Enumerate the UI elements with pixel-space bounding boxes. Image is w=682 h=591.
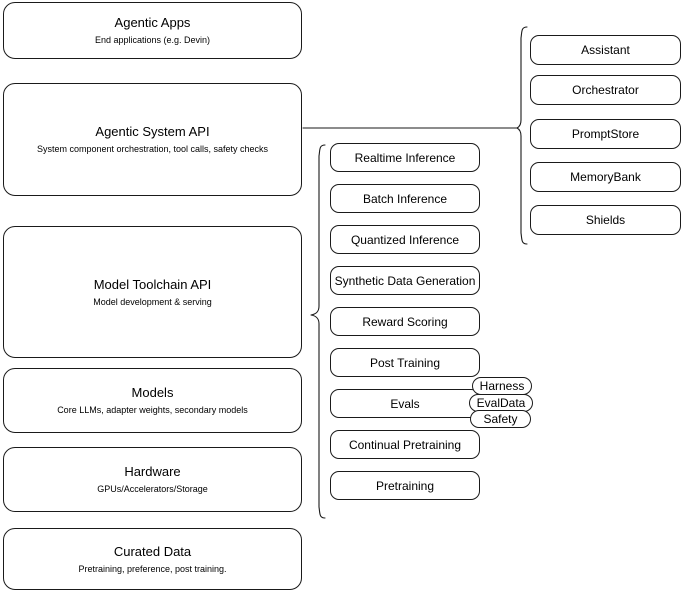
capability-synthetic-data-generation[interactable]: Synthetic Data Generation xyxy=(330,266,480,295)
layer-subtitle: Pretraining, preference, post training. xyxy=(78,563,227,574)
layer-subtitle: System component orchestration, tool cal… xyxy=(36,144,269,154)
capability-evals[interactable]: Evals xyxy=(330,389,480,418)
capability-batch-inference[interactable]: Batch Inference xyxy=(330,184,480,213)
layer-curated-data[interactable]: Curated Data Pretraining, preference, po… xyxy=(3,528,302,590)
layer-subtitle: End applications (e.g. Devin) xyxy=(94,35,211,45)
layer-agentic-system-api[interactable]: Agentic System API System component orch… xyxy=(3,83,302,196)
component-shields[interactable]: Shields xyxy=(530,205,681,235)
layer-title: Agentic Apps xyxy=(114,15,191,30)
layer-title: Models xyxy=(131,385,174,400)
layer-agentic-apps[interactable]: Agentic Apps End applications (e.g. Devi… xyxy=(3,2,302,59)
brace-system-components xyxy=(516,26,528,245)
capability-pretraining[interactable]: Pretraining xyxy=(330,471,480,500)
eval-pill-harness[interactable]: Harness xyxy=(472,377,532,395)
layer-title: Agentic System API xyxy=(95,124,210,139)
layer-title: Hardware xyxy=(124,464,181,479)
layer-subtitle: Model development & serving xyxy=(93,296,212,307)
component-orchestrator[interactable]: Orchestrator xyxy=(530,75,681,105)
layer-models[interactable]: Models Core LLMs, adapter weights, secon… xyxy=(3,368,302,433)
component-promptstore[interactable]: PromptStore xyxy=(530,119,681,149)
capability-continual-pretraining[interactable]: Continual Pretraining xyxy=(330,430,480,459)
layer-title: Curated Data xyxy=(113,543,192,559)
layer-subtitle: GPUs/Accelerators/Storage xyxy=(97,484,208,494)
component-memorybank[interactable]: MemoryBank xyxy=(530,162,681,192)
capability-realtime-inference[interactable]: Realtime Inference xyxy=(330,143,480,172)
eval-pill-safety[interactable]: Safety xyxy=(470,410,531,428)
layer-hardware[interactable]: Hardware GPUs/Accelerators/Storage xyxy=(3,447,302,512)
capability-post-training[interactable]: Post Training xyxy=(330,348,480,377)
capability-reward-scoring[interactable]: Reward Scoring xyxy=(330,307,480,336)
layer-title: Model Toolchain API xyxy=(93,276,212,292)
capability-quantized-inference[interactable]: Quantized Inference xyxy=(330,225,480,254)
layer-model-toolchain-api[interactable]: Model Toolchain API Model development & … xyxy=(3,226,302,358)
component-assistant[interactable]: Assistant xyxy=(530,35,681,65)
brace-toolchain-capabilities xyxy=(310,144,326,519)
layer-subtitle: Core LLMs, adapter weights, secondary mo… xyxy=(57,405,248,415)
